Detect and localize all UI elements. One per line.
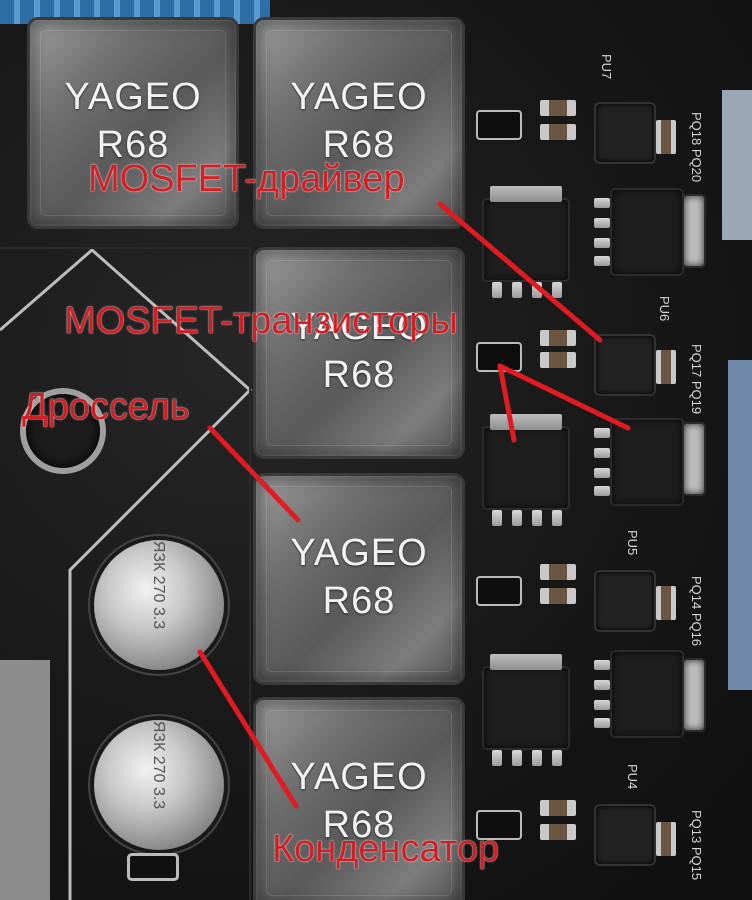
capacitor-pointer-line xyxy=(197,649,299,809)
mosfet-transistor xyxy=(594,420,682,504)
mosfet-transistor xyxy=(484,654,568,766)
smd-resistor xyxy=(656,822,676,856)
smd-pad xyxy=(478,578,520,604)
capacitor: ЯЗК 270 3.3 xyxy=(94,540,224,670)
smd-resistor xyxy=(540,330,576,346)
mosfet-driver-ic xyxy=(596,806,654,864)
smd-resistor xyxy=(656,350,676,384)
inductor: YAGEO R68 xyxy=(256,250,462,456)
transistor-pointer-line xyxy=(497,363,517,443)
mosfet-driver-label: MOSFET-драйвер xyxy=(88,158,405,200)
mosfet-transistor xyxy=(484,186,568,298)
smd-resistor xyxy=(540,124,576,140)
smd-resistor xyxy=(540,800,576,816)
smd-resistor xyxy=(656,120,676,154)
mosfet-tab xyxy=(684,660,704,730)
mosfet-transistor xyxy=(594,652,682,736)
smd-resistor xyxy=(540,824,576,840)
mounting-hole xyxy=(26,394,100,468)
smd-pad xyxy=(130,856,176,878)
left-connector xyxy=(0,660,50,900)
smd-resistor xyxy=(540,588,576,604)
inductor: YAGEO R68 xyxy=(30,20,236,226)
driver-pointer-line xyxy=(437,201,603,343)
mosfet-transistor xyxy=(594,190,682,274)
mosfet-transistor xyxy=(484,414,568,526)
side-connector xyxy=(722,90,752,240)
inductor: YAGEO R68 xyxy=(256,700,462,900)
inductor: YAGEO R68 xyxy=(256,20,462,226)
smd-resistor xyxy=(540,564,576,580)
smd-resistor xyxy=(540,100,576,116)
mosfet-tab xyxy=(684,196,704,266)
mosfet-tab xyxy=(684,424,704,494)
pcie-slot-edge xyxy=(728,360,752,690)
smd-resistor xyxy=(540,352,576,368)
transistor-pointer-line xyxy=(497,363,631,431)
mosfet-driver-ic xyxy=(596,336,654,394)
mosfet-driver-ic xyxy=(596,104,654,162)
capacitor-label: Конденсатор xyxy=(272,828,500,870)
smd-resistor xyxy=(656,586,676,620)
smd-pad xyxy=(478,812,520,838)
choke-pointer-line xyxy=(207,425,301,523)
mosfet-transistors-label: MOSFET-транзисторы xyxy=(64,300,458,342)
smd-pad xyxy=(478,112,520,138)
capacitor: ЯЗК 270 3.3 xyxy=(94,720,224,850)
mosfet-driver-ic xyxy=(596,572,654,630)
choke-label: Дроссель xyxy=(22,386,190,428)
